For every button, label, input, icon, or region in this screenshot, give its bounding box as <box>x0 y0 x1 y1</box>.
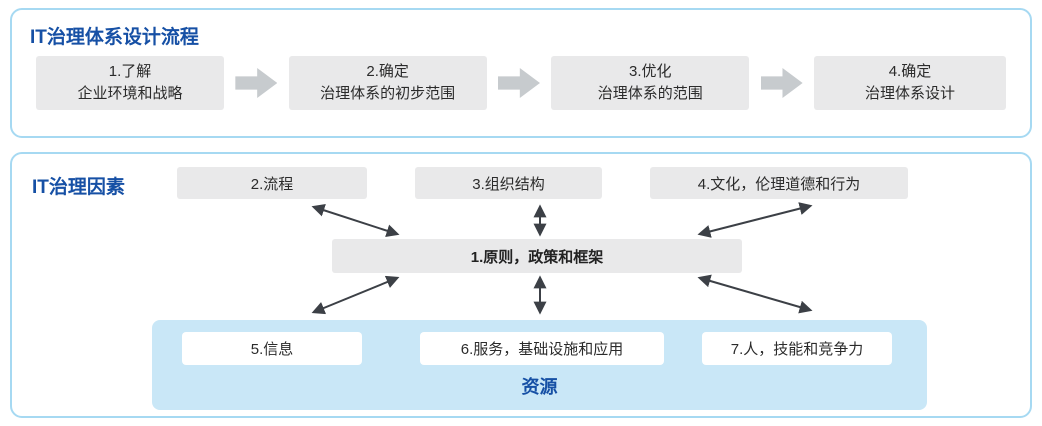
process-step-4-line1: 4.确定 <box>888 62 932 80</box>
process-step-1-line1: 1.了解 <box>108 62 152 80</box>
governance-factors-title: IT治理因素 <box>32 177 125 198</box>
process-step-2-line2: 治理体系的初步范围 <box>320 85 456 102</box>
resources-label: 资源 <box>521 377 558 397</box>
process-step-4: 4.确定 治理体系设计 <box>813 56 1006 110</box>
process-step-3: 3.优化 治理体系的范围 <box>551 56 750 110</box>
process-flow-row: 1.了解 企业环境和战略 2.确定 治理体系的初步范围 3.优化 治理体系的范围… <box>36 56 1006 110</box>
process-flow-panel: IT治理体系设计流程 1.了解 企业环境和战略 2.确定 治理体系的初步范围 3… <box>10 8 1032 138</box>
right-arrow-icon <box>235 68 278 98</box>
factor-services-infrastructure: 6.服务，基础设施和应用 <box>420 332 664 365</box>
process-step-1: 1.了解 企业环境和战略 <box>36 56 224 110</box>
factor-people-skills: 7.人，技能和竞争力 <box>702 332 892 365</box>
process-step-4-line2: 治理体系设计 <box>864 85 955 102</box>
factor-process: 2.流程 <box>177 167 367 199</box>
double-arrow-icon <box>311 275 400 315</box>
right-arrow-icon <box>497 68 540 98</box>
right-arrow-icon <box>760 68 803 98</box>
process-flow-title: IT治理体系设计流程 <box>30 27 199 48</box>
double-arrow-icon <box>311 204 400 237</box>
process-step-3-line1: 3.优化 <box>629 62 672 80</box>
process-step-1-line2: 企业环境和战略 <box>77 85 183 102</box>
resources-container: 5.信息 6.服务，基础设施和应用 7.人，技能和竞争力 资源 <box>152 320 927 410</box>
factor-culture-ethics: 4.文化，伦理道德和行为 <box>650 167 908 199</box>
factor-org-structure: 3.组织结构 <box>415 167 602 199</box>
process-step-3-line2: 治理体系的范围 <box>597 85 703 102</box>
factor-information: 5.信息 <box>182 332 362 365</box>
process-step-2-line1: 2.确定 <box>366 62 409 80</box>
double-arrow-icon <box>697 202 813 238</box>
double-arrow-icon <box>697 274 813 314</box>
governance-factors-panel: IT治理因素 2.流程 3.组织结构 4.文化，伦理道德和行为 1.原则，政策和… <box>10 152 1032 418</box>
process-step-2: 2.确定 治理体系的初步范围 <box>288 56 487 110</box>
factor-principles-policies: 1.原则，政策和框架 <box>332 239 742 273</box>
